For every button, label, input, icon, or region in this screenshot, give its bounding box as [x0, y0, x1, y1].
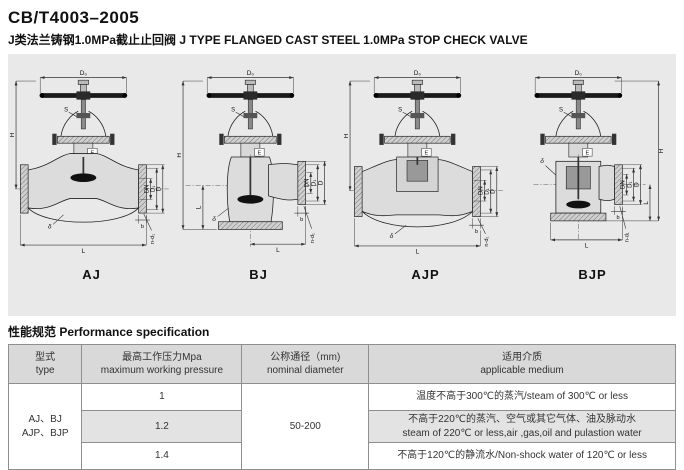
svg-text:D₁: D₁	[311, 180, 317, 186]
pressure-cell: 1	[81, 383, 243, 411]
svg-text:DN: DN	[304, 179, 310, 188]
svg-text:δ: δ	[540, 158, 544, 165]
svg-text:D₁: D₁	[150, 186, 156, 192]
svg-text:H: H	[657, 148, 664, 153]
svg-text:L: L	[584, 243, 588, 250]
type-cell: AJ、BJ AJP、BJP	[7, 383, 83, 470]
pressure-cell: 1.2	[81, 410, 243, 443]
svg-text:L: L	[276, 247, 280, 254]
diameter-cell: 50-200	[241, 383, 370, 470]
table-header-row: 型式 type 最高工作压力Mpa maximum working pressu…	[7, 344, 676, 384]
svg-text:L: L	[642, 201, 649, 205]
valve-label: AJP	[411, 267, 440, 282]
valve-label: AJ	[82, 267, 101, 282]
svg-text:D: D	[155, 186, 162, 191]
header-pressure: 最高工作压力Mpa maximum working pressure	[81, 344, 243, 384]
svg-text:D: D	[317, 180, 324, 185]
medium-cell: 不高于220℃的蒸汽、空气或其它气体、油及脉动水 steam of 220℃ o…	[368, 410, 676, 443]
svg-text:E: E	[424, 150, 428, 156]
svg-text:H: H	[344, 133, 350, 138]
header-diameter: 公称通径（mm) nominal diameter	[241, 344, 370, 384]
svg-text:D₀: D₀	[79, 70, 87, 77]
svg-text:S: S	[559, 107, 563, 113]
svg-text:DN: DN	[478, 186, 484, 195]
medium-cell: 不高于120℃的静流水/Non-shock water of 120℃ or l…	[368, 442, 676, 470]
svg-text:b: b	[140, 224, 143, 230]
svg-text:E: E	[257, 150, 261, 156]
svg-text:L: L	[81, 248, 85, 255]
valve-label: BJP	[578, 267, 607, 282]
performance-spec-table: 型式 type 最高工作压力Mpa maximum working pressu…	[7, 344, 676, 470]
svg-text:b: b	[474, 229, 477, 235]
svg-text:S: S	[398, 107, 402, 113]
svg-text:D₀: D₀	[246, 70, 254, 77]
svg-text:δ: δ	[389, 233, 393, 240]
svg-text:H: H	[177, 153, 183, 158]
svg-text:D: D	[633, 182, 640, 187]
header-medium: 适用介质 applicable medium	[368, 344, 676, 384]
spec-section-heading: 性能规范 Performance specification	[8, 325, 210, 339]
svg-text:δ: δ	[47, 224, 51, 231]
header-type: 型式 type	[7, 344, 83, 384]
svg-text:DN: DN	[620, 180, 626, 189]
svg-text:D₀: D₀	[413, 70, 421, 77]
pressure-cell: 1.4	[81, 442, 243, 470]
standard-number: CB/T4003–2005	[8, 8, 140, 27]
svg-text:δ: δ	[212, 216, 216, 223]
svg-text:L: L	[195, 205, 202, 209]
svg-text:H: H	[10, 132, 16, 137]
page-title: J类法兰铸钢1.0MPa截止止回阀 J TYPE FLANGED CAST ST…	[8, 33, 528, 47]
svg-text:n-d₁: n-d₁	[484, 236, 490, 246]
svg-text:D₀: D₀	[574, 70, 582, 77]
svg-text:L: L	[415, 249, 419, 256]
svg-text:n-d₁: n-d₁	[624, 232, 630, 242]
svg-text:b: b	[300, 217, 303, 223]
svg-text:b: b	[616, 215, 619, 221]
svg-text:S: S	[231, 107, 235, 113]
medium-cell: 温度不高于300℃的蒸汽/steam of 300℃ or less	[368, 383, 676, 411]
svg-text:S: S	[64, 107, 68, 113]
svg-text:n-d₁: n-d₁	[150, 234, 156, 244]
table-row: AJ、BJ AJP、BJP 1 50-200 温度不高于300℃的蒸汽/stea…	[7, 383, 676, 470]
svg-text:D: D	[489, 189, 496, 194]
table-row: 1.4 不高于120℃的静流水/Non-shock water of 120℃ …	[9, 442, 676, 470]
svg-text:E: E	[585, 150, 589, 156]
svg-text:DN: DN	[144, 185, 150, 194]
valve-label: BJ	[249, 267, 268, 282]
svg-text:n-d₁: n-d₁	[310, 233, 316, 243]
svg-text:D₁: D₁	[627, 181, 633, 187]
svg-text:D₁: D₁	[484, 188, 490, 194]
